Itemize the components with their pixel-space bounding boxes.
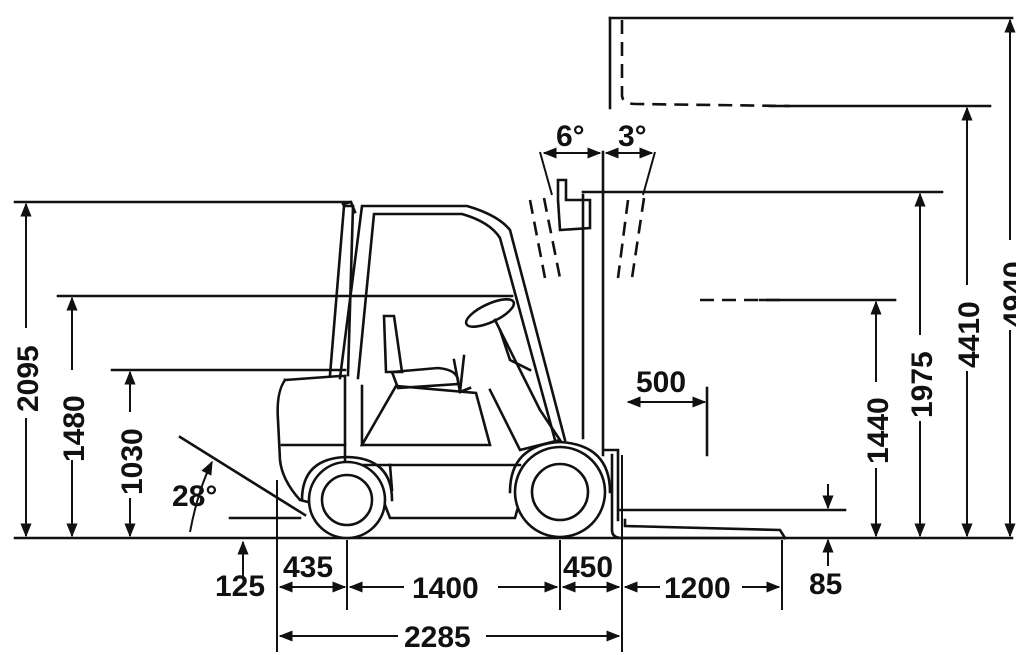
- label-1440: 1440: [862, 397, 895, 464]
- dim-fork-length: 1200: [623, 572, 781, 605]
- dim-seat-height: 1480: [56, 294, 514, 538]
- label-125: 125: [215, 570, 265, 603]
- label-1030: 1030: [116, 428, 149, 495]
- dim-max-fork-height: 4410: [952, 106, 986, 538]
- dim-fork-thickness: 85: [809, 484, 842, 601]
- dim-rear-overhang: 435: [278, 551, 347, 593]
- label-1400: 1400: [412, 572, 479, 605]
- dim-load-center: 500: [626, 366, 709, 457]
- dim-counterweight-height: 1030: [110, 368, 347, 538]
- label-2095: 2095: [12, 345, 45, 412]
- label-4410: 4410: [953, 301, 986, 368]
- label-tilt-forward: 6°: [556, 120, 585, 153]
- dim-rear-angle: 28°: [172, 435, 307, 533]
- dim-wheelbase: 1400: [348, 572, 559, 605]
- dim-extension-lines: [276, 455, 783, 652]
- label-500: 500: [636, 366, 686, 399]
- label-450: 450: [563, 551, 613, 584]
- label-1480: 1480: [58, 395, 91, 462]
- dim-free-lift: 1440: [861, 300, 895, 538]
- dim-overall-length: 2285: [278, 621, 621, 654]
- dim-mast-lowered: 1975: [905, 192, 939, 538]
- dim-ground-clearance: 125: [215, 516, 302, 603]
- label-435: 435: [283, 551, 333, 584]
- forklift-body: [276, 200, 612, 540]
- dim-tilt-angles: 6° 3°: [539, 120, 656, 196]
- label-85: 85: [809, 568, 842, 601]
- dim-mast-extended: 4940: [996, 18, 1016, 538]
- label-1200: 1200: [664, 572, 731, 605]
- label-2285: 2285: [404, 621, 471, 654]
- label-4940: 4940: [998, 261, 1016, 328]
- label-tilt-backward: 3°: [618, 120, 647, 153]
- dim-overall-height: 2095: [10, 200, 352, 538]
- mast-extended: [608, 16, 1014, 110]
- label-28-degrees: 28°: [172, 480, 217, 513]
- dim-front-overhang: 450: [561, 551, 621, 593]
- label-1975: 1975: [906, 351, 939, 418]
